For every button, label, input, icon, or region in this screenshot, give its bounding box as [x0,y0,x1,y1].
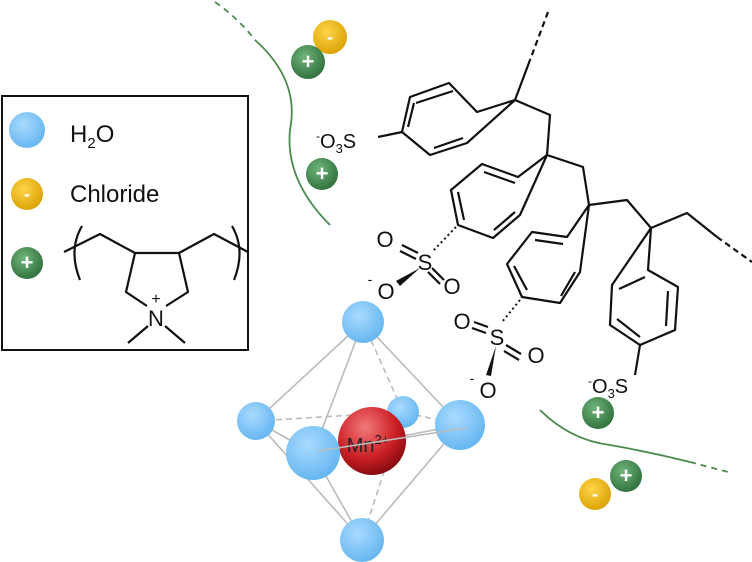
cation-site [610,460,642,492]
chloride-ion [313,20,347,54]
polystyrene-sulfonate: O S O O - O S O O - -O3S -O3S [316,11,752,403]
cation-site [306,158,338,190]
sulfur-label: S [490,325,505,350]
sulfur-label: S [418,250,433,275]
wedge-bond [486,346,496,376]
polycation-chain-top-dash [214,1,256,41]
water-molecule [237,402,275,440]
oxygen-label: O [527,343,544,368]
oxygen-label: O [453,309,470,334]
plus-icon: + [316,161,329,186]
minus-icon: - [24,184,30,204]
ion-cluster-top: - + + [291,20,347,190]
nitrogen-label: N [148,306,164,331]
nitrogen-charge: + [151,291,160,308]
wedge-bond [396,268,420,286]
oxygen-label: O [443,274,460,299]
manganese-label: Mn2+ [347,432,390,457]
polycation-chain-bottom-dash [689,461,729,473]
plus-icon: + [592,400,605,425]
minus-icon: - [327,27,333,47]
manganese-ion [338,407,406,475]
water-legend-label: H2O [70,121,114,152]
hashed-bond [501,299,521,323]
oxygen-label: O [479,378,496,403]
hashed-bond [431,226,457,253]
water-molecule [342,301,384,343]
charge-label: - [368,271,373,287]
chloride-legend-label: Chloride [70,181,159,208]
water-molecule [340,518,384,562]
pyrrolidinium-polymer-structure: N + [63,225,249,344]
sulfonate-label-bottom: -O3S [588,374,628,401]
polycation-chain-bottom [539,409,691,463]
chloride-ion [579,478,611,510]
minus-icon: - [592,484,598,504]
water-molecule [435,400,485,450]
plus-icon: + [620,463,633,488]
chloride-legend-icon [11,178,43,210]
plus-icon: + [302,49,315,74]
oxygen-label: O [376,227,393,252]
oxygen-label: O [377,279,394,304]
polycation-chain-top [254,39,331,226]
water-molecule [286,426,340,480]
mn-octahedral-complex: Mn2+ [237,301,485,562]
cation-site [291,45,325,79]
ion-cluster-bottom: + + - [579,397,642,510]
charge-label: - [470,370,475,386]
sulfonate-label-top: -O3S [316,129,356,156]
cation-legend-icon [11,247,43,279]
legend-box: H2O - Chloride + N + [1,95,249,351]
cation-site [582,397,614,429]
plus-icon: + [21,250,34,275]
water-legend-icon [9,112,45,148]
